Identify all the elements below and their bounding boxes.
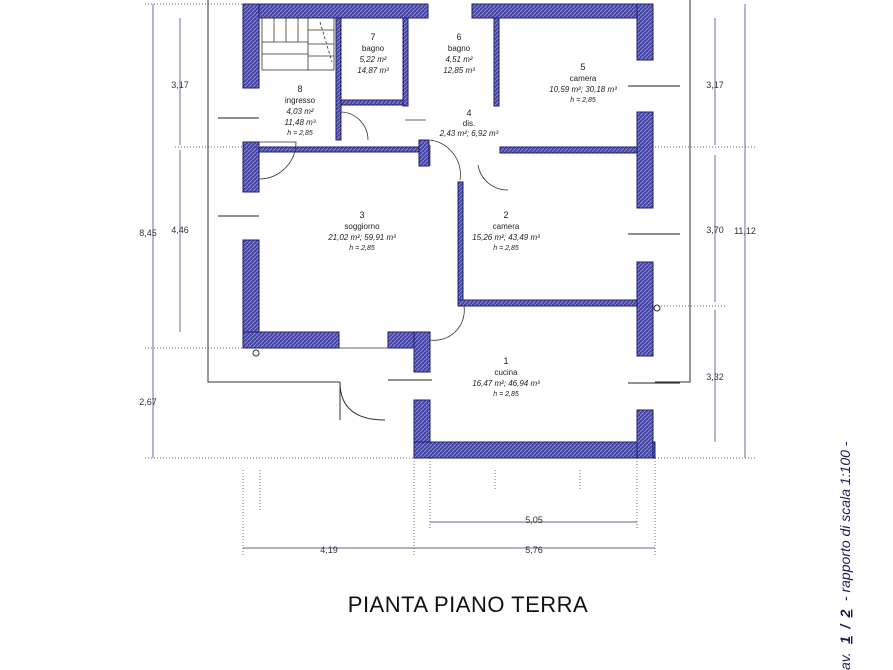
svg-text:soggiorno: soggiorno — [344, 222, 380, 231]
svg-text:h = 2,85: h = 2,85 — [493, 391, 519, 398]
svg-text:av. 1 / 2: av. 1 / 2 - rapporto di scala 1:100 - — [837, 441, 854, 670]
svg-text:dis.: dis. — [463, 119, 475, 128]
svg-text:h = 2,85: h = 2,85 — [349, 245, 375, 252]
svg-text:camera: camera — [570, 74, 597, 83]
svg-text:21,02 m²; 59,91 m³: 21,02 m²; 59,91 m³ — [327, 233, 396, 242]
svg-text:cucina: cucina — [494, 368, 518, 377]
svg-text:10,59 m²; 30,18 m³: 10,59 m²; 30,18 m³ — [549, 85, 617, 94]
windows — [218, 85, 680, 384]
svg-text:h = 2,85: h = 2,85 — [570, 97, 596, 104]
room-1-label: 1 cucina 16,47 m²; 46,94 m³ h = 2,85 — [472, 356, 540, 398]
svg-text:11,48 m³: 11,48 m³ — [285, 118, 316, 127]
marker-circle — [252, 349, 260, 357]
svg-text:12,85 m³: 12,85 m³ — [443, 66, 475, 75]
svg-text:15,26 m²; 43,49 m³: 15,26 m²; 43,49 m³ — [472, 233, 540, 242]
site-outline — [207, 0, 691, 421]
svg-text:camera: camera — [493, 222, 520, 231]
svg-text:1: 1 — [503, 356, 508, 366]
svg-text:16,47 m²; 46,94 m³: 16,47 m²; 46,94 m³ — [472, 379, 540, 388]
svg-text:h = 2,85: h = 2,85 — [287, 130, 313, 137]
dim-bottom-505: 5,05 — [525, 515, 543, 525]
svg-text:6: 6 — [456, 32, 461, 42]
plan-title: PIANTA PIANO TERRA — [348, 592, 588, 617]
svg-text:14,87 m³: 14,87 m³ — [357, 66, 389, 75]
room-2-label: 2 camera 15,26 m²; 43,49 m³ h = 2,85 — [472, 210, 540, 252]
svg-text:5,22 m²: 5,22 m² — [359, 55, 386, 64]
partitions — [258, 17, 638, 307]
svg-text:2: 2 — [503, 210, 508, 220]
svg-text:3: 3 — [359, 210, 364, 220]
scale-label: av. 1 / 2 - rapporto di scala 1:100 - — [837, 441, 854, 670]
svg-text:8: 8 — [297, 84, 302, 94]
dim-left-267: 2,67 — [139, 397, 157, 407]
dim-left-845: 8,45 — [139, 228, 157, 238]
dim-left-446: 4,46 — [171, 225, 189, 235]
dim-right-1112: 11,12 — [734, 226, 756, 236]
doors — [258, 111, 509, 349]
room-8-label: 8 ingresso 4,03 m² 11,48 m³ h = 2,85 — [285, 84, 316, 137]
svg-text:ingresso: ingresso — [285, 96, 316, 105]
room-4-label: 4 dis. 2,43 m²; 6,92 m³ — [439, 108, 499, 138]
svg-text:h = 2,85: h = 2,85 — [493, 245, 519, 252]
room-6-label: 6 bagno 4,51 m² 12,85 m³ — [443, 32, 475, 75]
svg-text:4: 4 — [466, 108, 471, 118]
svg-text:4,51 m²: 4,51 m² — [445, 55, 472, 64]
svg-text:5: 5 — [580, 62, 585, 72]
svg-text:bagno: bagno — [448, 44, 471, 53]
staircase — [261, 17, 335, 71]
dim-right-317: 3,17 — [706, 80, 724, 90]
svg-text:2,43 m²; 6,92 m³: 2,43 m²; 6,92 m³ — [439, 129, 499, 138]
dimension-labels: 3,17 8,45 4,46 2,67 3,17 3,70 3,32 11,12… — [139, 80, 756, 555]
dim-right-370: 3,70 — [706, 225, 724, 235]
room-5-label: 5 camera 10,59 m²; 30,18 m³ h = 2,85 — [549, 62, 617, 104]
svg-text:4,03 m²: 4,03 m² — [286, 107, 313, 116]
dimension-lines — [145, 3, 755, 555]
dim-right-332: 3,32 — [706, 372, 724, 382]
room-7-label: 7 bagno 5,22 m² 14,87 m³ — [357, 32, 389, 75]
dim-bottom-419: 4,19 — [320, 545, 338, 555]
marker-circle — [653, 304, 661, 312]
dim-bottom-576: 5,76 — [525, 545, 543, 555]
room-3-label: 3 soggiorno 21,02 m²; 59,91 m³ h = 2,85 — [327, 210, 396, 252]
dim-left-317: 3,17 — [171, 80, 189, 90]
svg-text:bagno: bagno — [362, 44, 385, 53]
svg-text:7: 7 — [370, 32, 375, 42]
